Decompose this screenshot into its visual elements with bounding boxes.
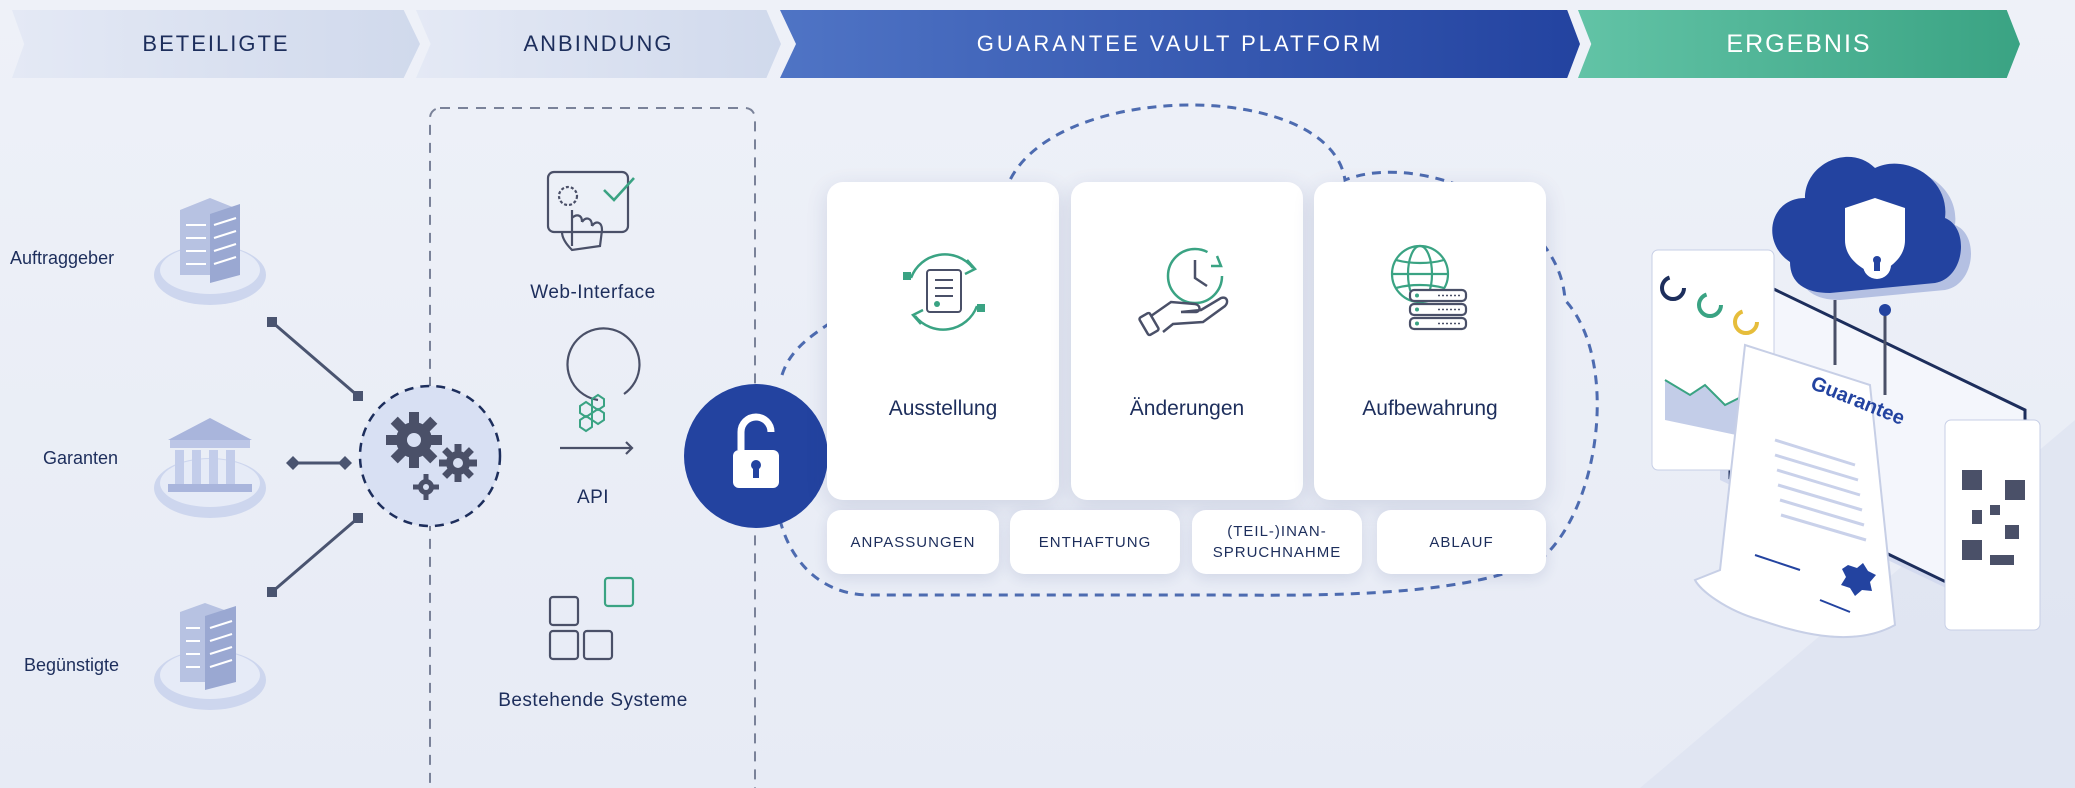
issuance-document-icon bbox=[903, 253, 985, 331]
card-aenderungen: Änderungen bbox=[1071, 182, 1303, 500]
action-inanspruchnahme-line1: (TEIL-)INAN- bbox=[1227, 523, 1327, 540]
guarantee-result-illustration bbox=[1651, 156, 2041, 639]
party-auftraggeber: Auftraggeber bbox=[10, 248, 115, 268]
party-beguenstigte: Begünstigte bbox=[24, 655, 120, 675]
header-beteiligte-label: BETEILIGTE bbox=[142, 31, 290, 56]
action-ablauf: ABLAUF bbox=[1377, 510, 1546, 574]
building-beguenstigte-icon bbox=[154, 603, 266, 710]
existing-systems-label: Bestehende Systeme bbox=[498, 690, 688, 711]
card-aenderungen-title: Änderungen bbox=[1129, 397, 1245, 420]
action-inanspruchnahme: (TEIL-)INAN- SPRUCHNAHME bbox=[1192, 510, 1362, 574]
action-anpassungen-label: ANPASSUNGEN bbox=[850, 533, 976, 551]
api-label: API bbox=[576, 487, 610, 508]
card-ausstellung-title: Ausstellung bbox=[888, 397, 998, 420]
existing-systems-icon bbox=[548, 576, 635, 661]
header-platform-label: GUARANTEE VAULT PLATFORM bbox=[976, 31, 1384, 56]
header-anbindung-label: ANBINDUNG bbox=[523, 31, 674, 56]
building-auftraggeber-icon bbox=[154, 198, 266, 305]
card-aufbewahrung: Aufbewahrung bbox=[1314, 182, 1546, 500]
header-beteiligte: BETEILIGTE bbox=[12, 10, 420, 78]
header-ergebnis: ERGEBNIS bbox=[1578, 10, 2020, 78]
api-icon bbox=[560, 327, 641, 455]
globe-storage-icon bbox=[1390, 244, 1468, 331]
card-aufbewahrung-title: Aufbewahrung bbox=[1362, 397, 1498, 420]
web-interface-label: Web-Interface bbox=[530, 282, 656, 303]
open-lock-icon bbox=[733, 413, 779, 488]
platform-cloud-outline bbox=[778, 103, 1599, 597]
gears-icon bbox=[386, 412, 477, 500]
action-inanspruchnahme-line2: SPRUCHNAHME bbox=[1212, 544, 1342, 561]
action-anpassungen: ANPASSUNGEN bbox=[827, 510, 999, 574]
header-anbindung: ANBINDUNG bbox=[416, 10, 781, 78]
card-ausstellung: Ausstellung bbox=[827, 182, 1059, 500]
web-interface-icon bbox=[546, 170, 635, 252]
action-enthaftung-label: ENTHAFTUNG bbox=[1038, 533, 1152, 551]
header-platform: GUARANTEE VAULT PLATFORM bbox=[780, 10, 1580, 78]
party-garanten: Garanten bbox=[43, 448, 119, 468]
hand-clock-icon bbox=[1138, 247, 1229, 337]
action-enthaftung: ENTHAFTUNG bbox=[1010, 510, 1180, 574]
connector-auftraggeber bbox=[271, 320, 359, 398]
action-ablauf-label: ABLAUF bbox=[1429, 533, 1494, 551]
bank-garanten-icon bbox=[154, 418, 266, 518]
header-ergebnis-label: ERGEBNIS bbox=[1726, 29, 1872, 58]
connector-beguenstigte bbox=[271, 516, 359, 594]
